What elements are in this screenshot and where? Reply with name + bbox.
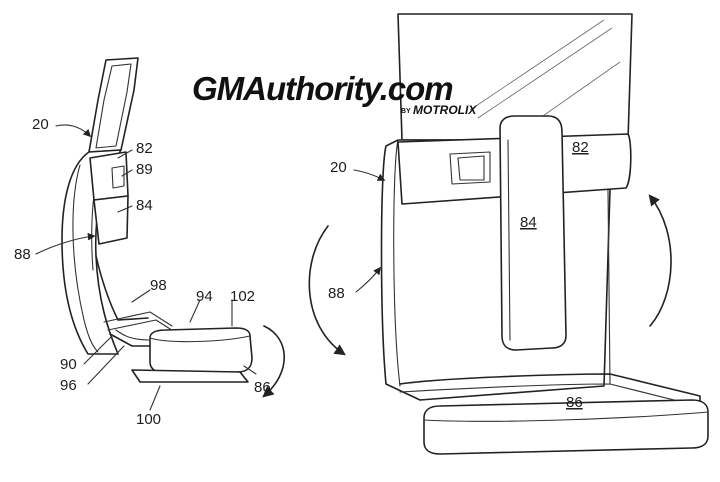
label-left-84: 84	[136, 197, 153, 214]
label-left-82: 82	[136, 140, 153, 157]
label-left-94: 94	[196, 288, 213, 305]
right-pad-mid	[499, 115, 567, 351]
label-right-88: 88	[328, 285, 345, 302]
watermark-by: BY	[401, 108, 411, 115]
label-right-20: 20	[330, 159, 347, 176]
left-rotate-arrow	[262, 325, 286, 398]
left-headrest	[88, 57, 139, 153]
label-left-88: 88	[14, 246, 31, 263]
left-rail	[95, 255, 149, 321]
watermark-main: GMAuthority.com	[192, 70, 453, 107]
right-seat-figure	[308, 13, 709, 455]
label-left-86: 86	[254, 379, 271, 396]
label-left-96: 96	[60, 377, 77, 394]
label-left-100: 100	[136, 411, 161, 428]
left-base	[131, 369, 249, 383]
watermark-brand: MOTROLIX	[413, 103, 477, 117]
right-rotate-arrow-left	[308, 225, 346, 356]
label-left-90: 90	[60, 356, 77, 373]
left-seat-figure	[35, 57, 286, 411]
gm-authority-watermark: GMAuthority.com BY MOTROLIX	[192, 70, 477, 117]
left-pad-mid	[93, 195, 129, 245]
left-cushion	[149, 327, 253, 375]
label-right-84: 84	[520, 214, 537, 231]
right-rotate-arrow-right	[648, 194, 672, 327]
label-left-98: 98	[150, 277, 167, 294]
label-left-20: 20	[32, 116, 49, 133]
right-cushion	[423, 399, 709, 455]
left-link	[109, 333, 151, 347]
label-right-86: 86	[566, 394, 583, 411]
right-lower-frame	[399, 373, 701, 411]
label-left-89: 89	[136, 161, 153, 178]
label-right-82: 82	[572, 139, 589, 156]
label-left-102: 102	[230, 288, 255, 305]
